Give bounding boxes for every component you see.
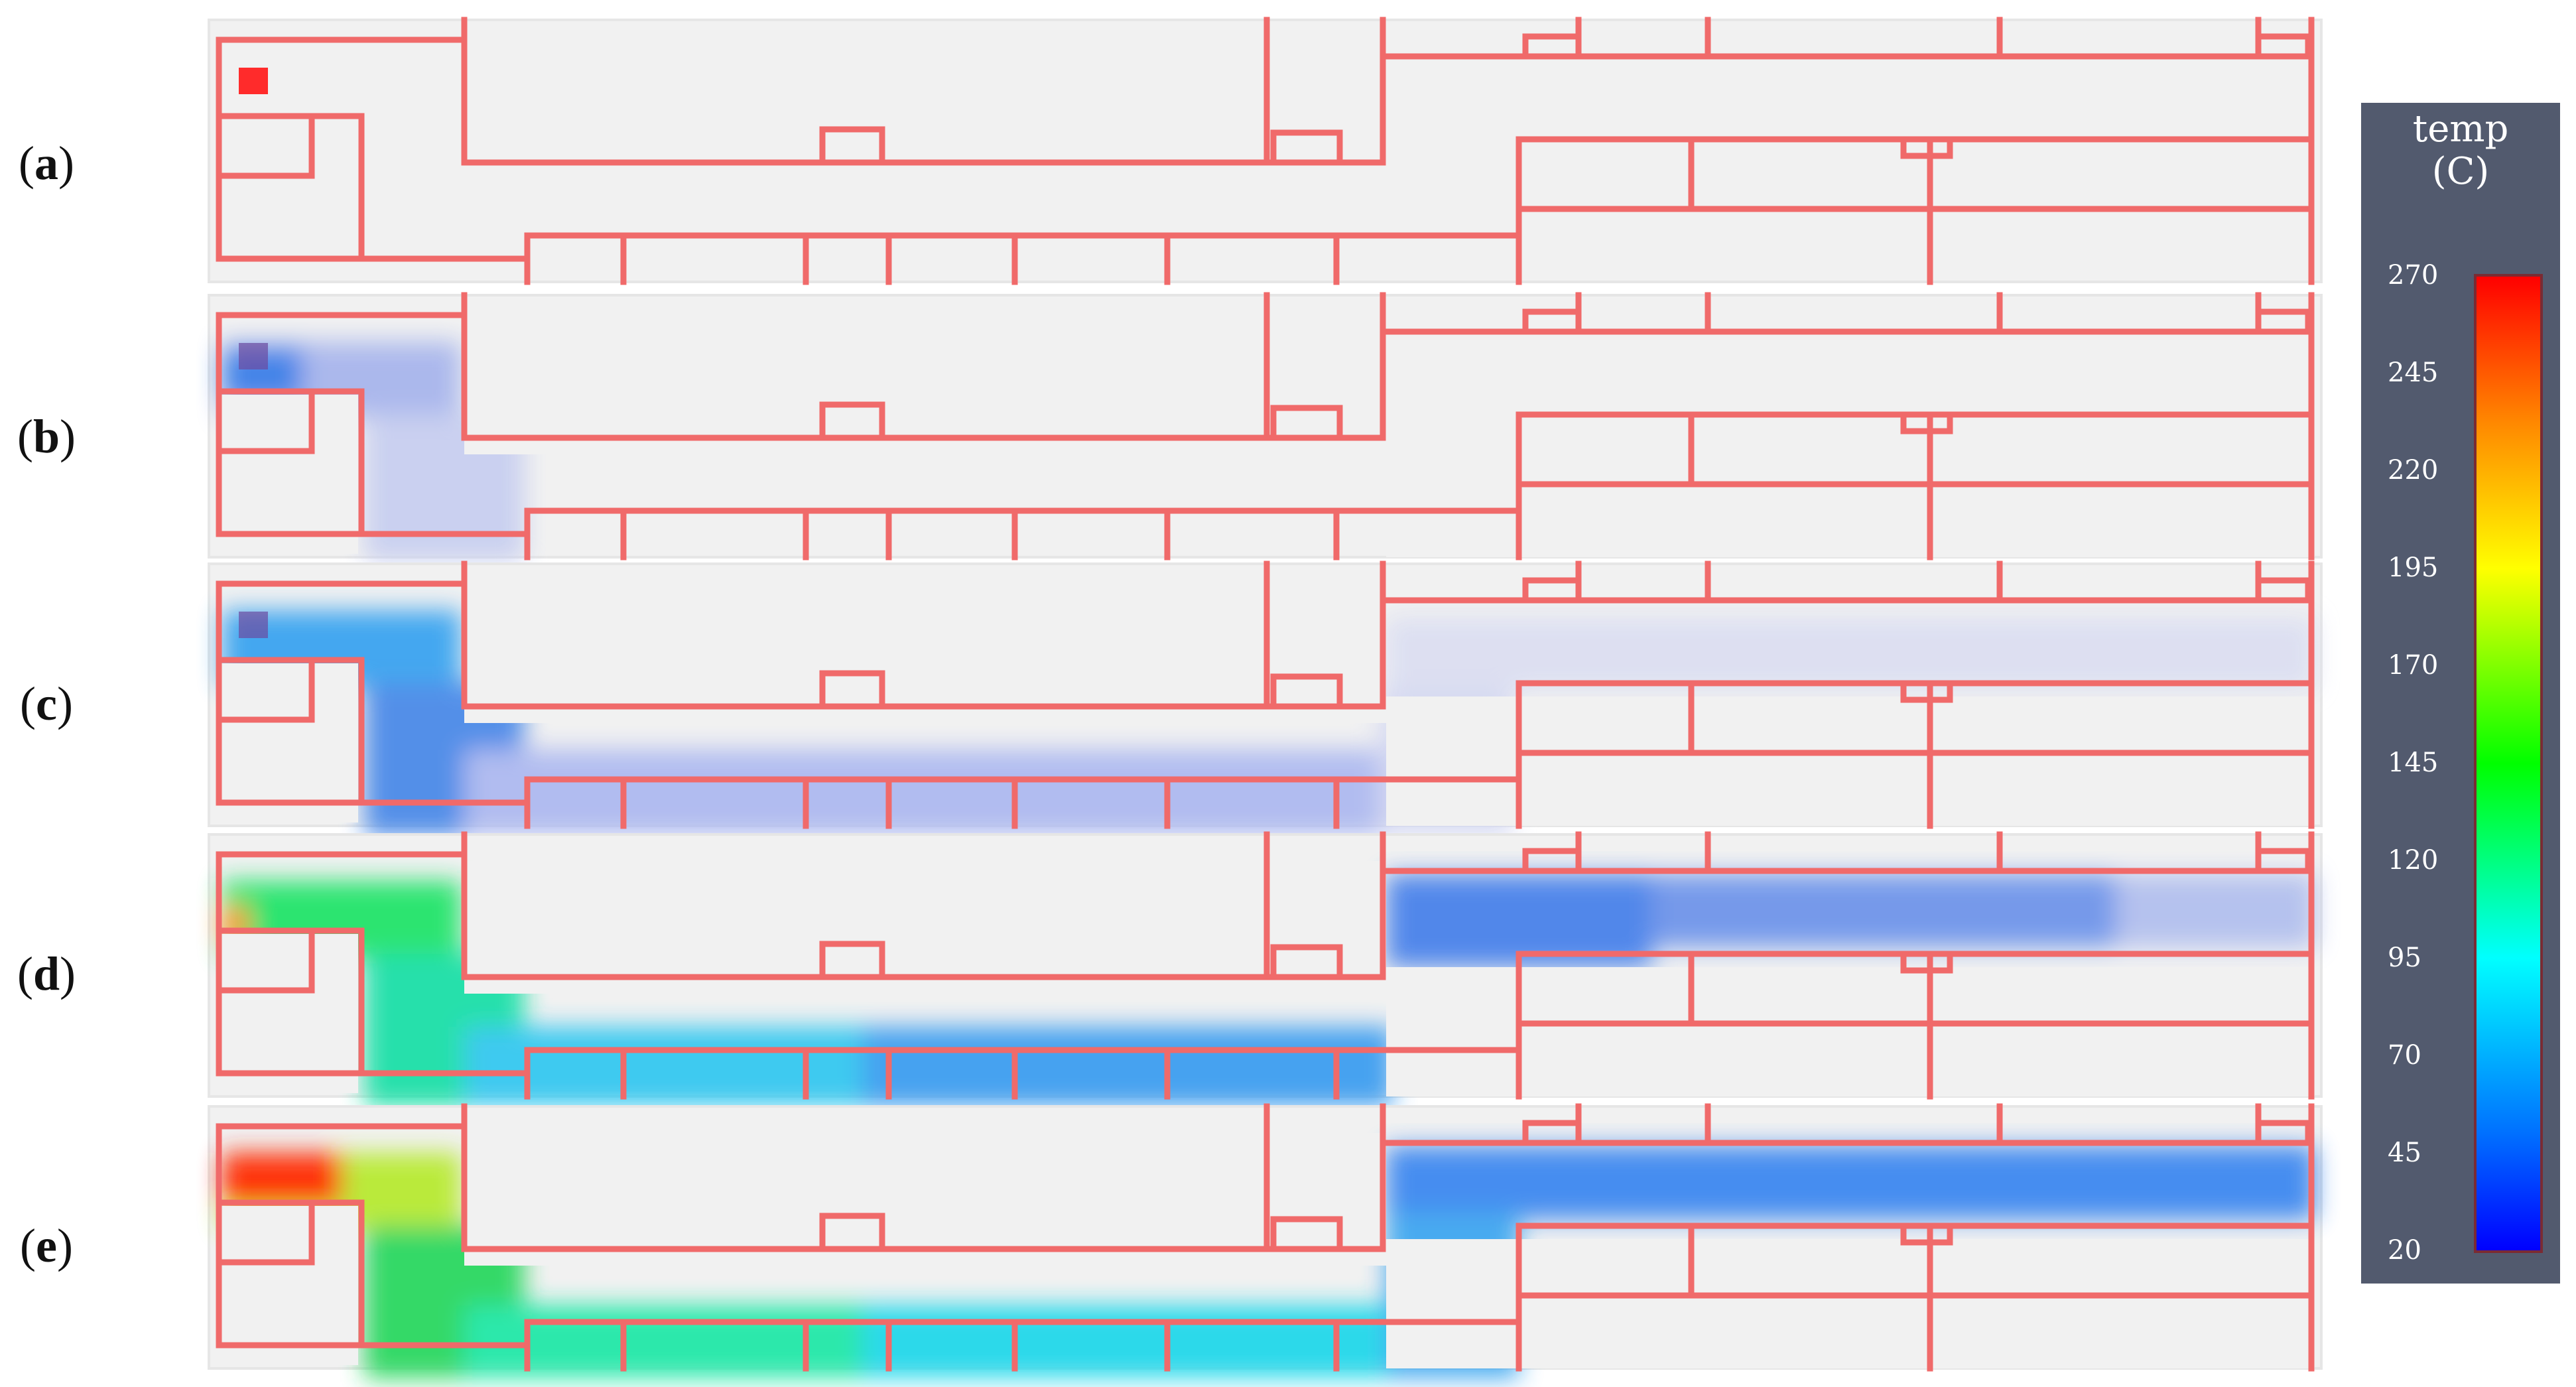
panel-label-c: (c) [20,677,73,730]
floor-plan-panel-a [208,17,2323,285]
colorbar [2474,274,2543,1253]
floor-plan-panel-e [208,1103,2323,1378]
panel-label-a: (a) [19,137,74,190]
panel-label-e: (e) [20,1219,73,1272]
legend-tick-195: 195 [2388,553,2439,583]
temperature-colorbar-legend: temp (C) 270 245 220 195 170 145 120 95 … [2361,103,2560,1284]
legend-tick-270: 270 [2388,260,2439,291]
legend-tick-70: 70 [2388,1040,2421,1071]
panel-label-d: (d) [17,947,76,1000]
legend-tick-145: 145 [2388,748,2439,778]
panel-label-b: (b) [17,410,76,463]
legend-title: temp [2412,107,2509,151]
legend-tick-95: 95 [2388,943,2421,973]
legend-tick-220: 220 [2388,455,2439,486]
legend-tick-120: 120 [2388,845,2439,876]
legend-tick-245: 245 [2388,358,2439,388]
legend-tick-20: 20 [2388,1235,2421,1266]
floor-plan-panel-b [208,292,2323,561]
legend-tick-170: 170 [2388,650,2439,681]
legend-unit: (C) [2431,150,2490,193]
floor-plan-panel-c [208,561,2323,836]
fire-source-marker [239,68,268,94]
floor-plan-panel-d [208,831,2323,1106]
legend-tick-45: 45 [2388,1138,2421,1168]
